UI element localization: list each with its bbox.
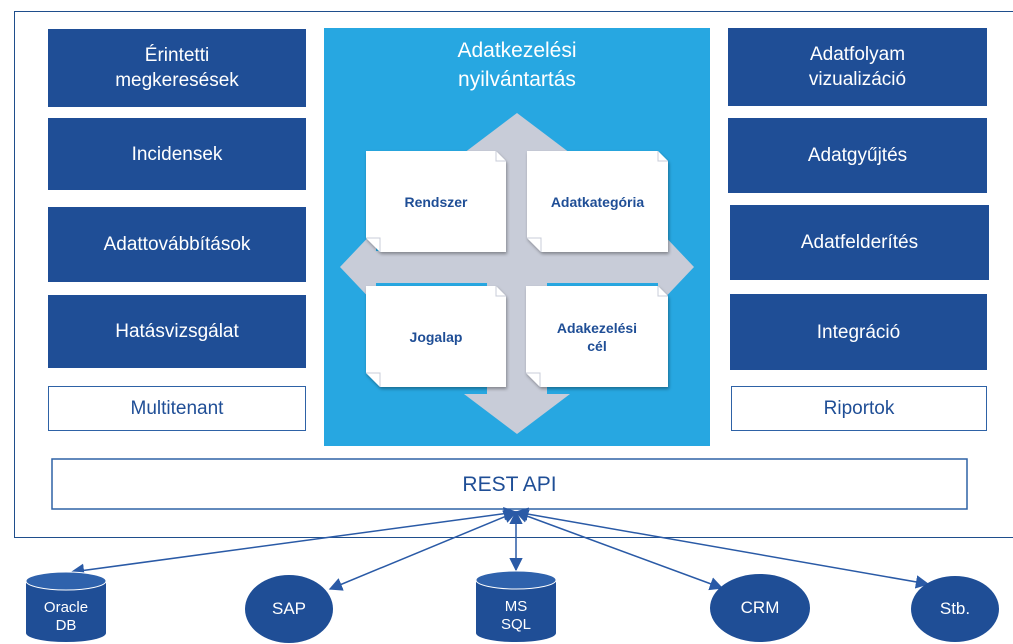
- left-box-incidensek: Incidensek: [48, 118, 306, 190]
- crm-node: [710, 574, 810, 642]
- left-box-adattovabbitasok: Adattovábbítások: [48, 207, 306, 282]
- right-box-integracio: Integráció: [730, 294, 987, 370]
- card-cel-label: Adakezelési cél: [526, 286, 668, 387]
- registry-title-text: Adatkezelési nyilvántartás: [457, 39, 577, 91]
- connector-sap: [328, 510, 518, 591]
- card-cel-text: Adakezelési cél: [556, 319, 638, 354]
- right-box-label: Integráció: [816, 321, 901, 343]
- stb-label: Stb.: [939, 599, 971, 618]
- card-jogalap-label: Jogalap: [409, 328, 463, 345]
- connector-stb: [514, 507, 930, 589]
- sap-node: [245, 575, 333, 643]
- right-box-label: Adatfelderítés: [800, 232, 919, 253]
- right-box-riportok: Riportok: [731, 386, 987, 431]
- card-rendszer: [366, 151, 506, 252]
- oracle-db-cylinder: [25, 571, 107, 642]
- connectors: [70, 506, 930, 591]
- mssql-cylinder: [475, 570, 557, 642]
- left-box-label: Adattovábbítások: [103, 234, 251, 255]
- card-adatkategoria-label: Adatkategória: [550, 193, 645, 210]
- right-box-label: Riportok: [823, 398, 895, 419]
- left-box-erintetti: Érintetti megkeresések: [48, 29, 306, 107]
- mssql-label: MS SQL: [476, 594, 556, 638]
- left-box-label: Incidensek: [131, 143, 223, 165]
- rest-api-box: [51, 458, 968, 510]
- left-box-multitenant: Multitenant: [48, 386, 306, 431]
- right-box-adatgyujtes: Adatgyűjtés: [728, 118, 987, 193]
- left-box-label: Multitenant: [130, 398, 224, 419]
- right-box-adatfolyam: Adatfolyam vizualizáció: [728, 28, 987, 106]
- rest-api-label: REST API: [462, 472, 557, 496]
- stb-node: [911, 576, 999, 642]
- connector-oracle: [70, 506, 518, 578]
- registry-title: Adatkezelési nyilvántartás: [324, 36, 710, 94]
- mssql-text: MS SQL: [500, 598, 531, 633]
- left-box-hatasvizsgalat: Hatásvizsgálat: [48, 295, 306, 368]
- sap-label: SAP: [271, 599, 307, 618]
- oracle-db-label: Oracle DB: [26, 595, 106, 639]
- left-box-label: Hatásvizsgálat: [115, 321, 239, 342]
- right-box-label: Adatfolyam vizualizáció: [808, 44, 907, 90]
- card-rendszer-label: Rendszer: [404, 193, 468, 210]
- crm-label: CRM: [740, 598, 780, 617]
- right-box-label: Adatgyűjtés: [807, 145, 908, 166]
- oracle-db-text: Oracle DB: [43, 599, 89, 634]
- card-jogalap: [366, 286, 506, 387]
- card-adatkategoria: [527, 151, 668, 252]
- left-box-label: Érintetti megkeresések: [115, 45, 239, 91]
- card-adakezelesi-cel: [526, 286, 668, 387]
- right-box-adatfelderites: Adatfelderítés: [730, 205, 989, 280]
